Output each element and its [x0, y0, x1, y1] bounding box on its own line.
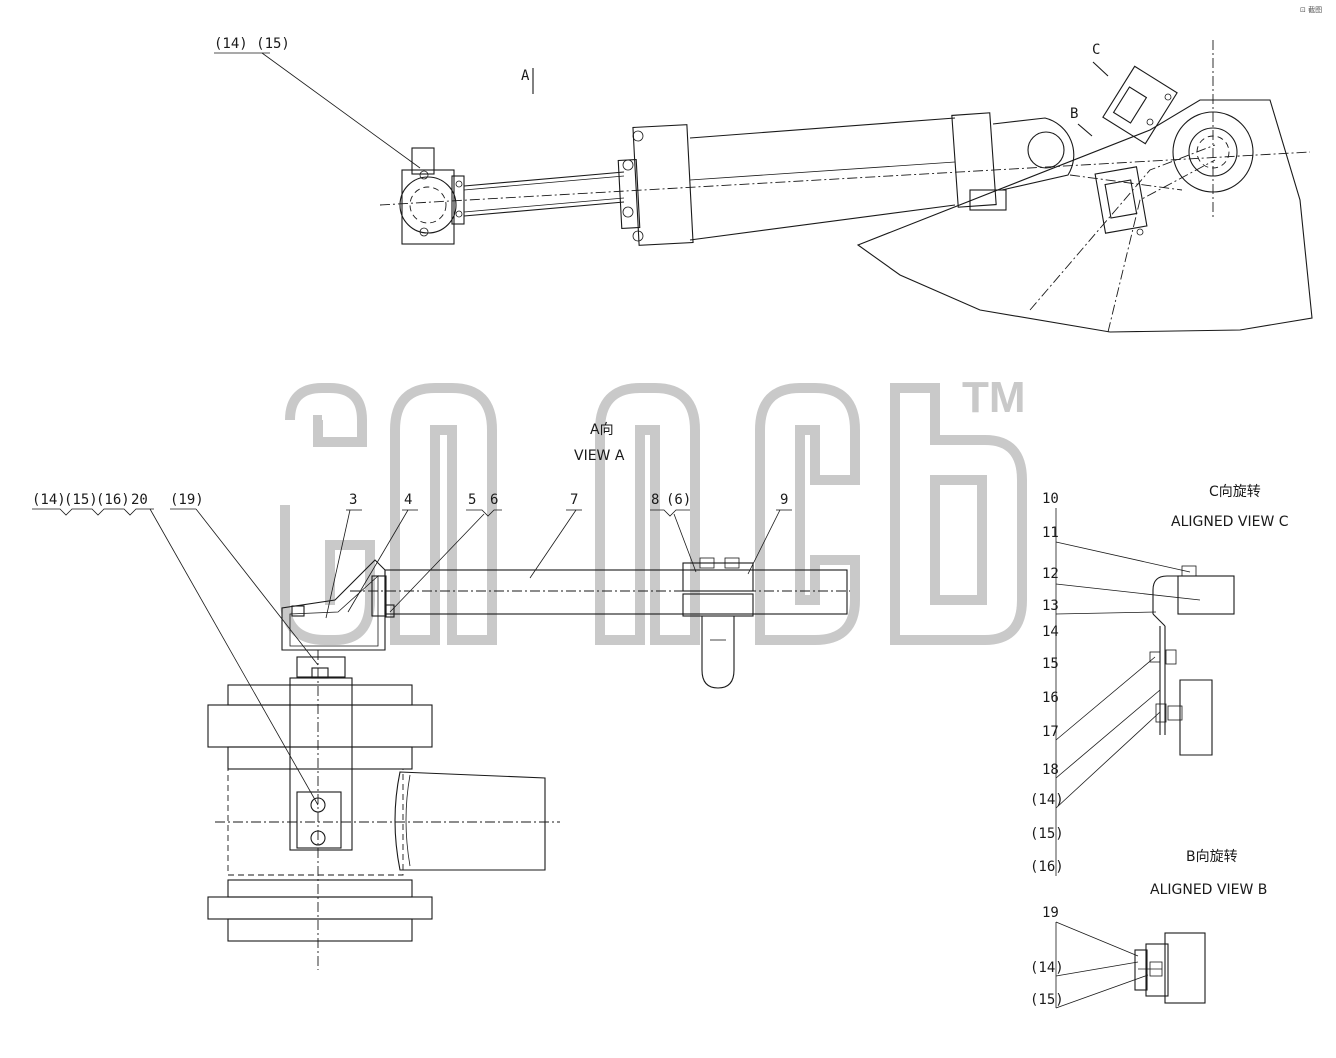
callout-a-9: 9: [780, 492, 788, 508]
view-marker-b: B: [1070, 106, 1078, 122]
view-a-drawing: [207, 557, 850, 970]
view-b-callouts: 19 (14) (15): [1030, 905, 1149, 1009]
callout-a-4: 4: [404, 492, 412, 508]
svg-text:15: 15: [1042, 656, 1059, 672]
svg-text:(15): (15): [1030, 992, 1064, 1008]
callout-a-6b: (6): [666, 492, 691, 508]
svg-text:14: 14: [1042, 624, 1059, 640]
svg-text:17: 17: [1042, 724, 1059, 740]
svg-text:10: 10: [1042, 491, 1059, 507]
watermark-logo: TM: [280, 373, 1027, 645]
view-b-drawing: [1134, 932, 1206, 1004]
svg-text:19: 19: [1042, 905, 1059, 921]
svg-text:11: 11: [1042, 525, 1059, 541]
view-b-title-en: ALIGNED VIEW B: [1150, 882, 1267, 898]
view-c-title-cn: C向旋转: [1209, 484, 1261, 500]
callout-a-15: (15): [64, 492, 98, 508]
svg-text:(14): (14): [1030, 960, 1064, 976]
callout-a-14: (14): [32, 492, 66, 508]
view-b-title-cn: B向旋转: [1186, 849, 1238, 865]
callout-a-5: 5: [468, 492, 476, 508]
view-c-title-en: ALIGNED VIEW C: [1171, 514, 1289, 530]
top-callout: (14) (15): [214, 36, 290, 52]
svg-text:16: 16: [1042, 690, 1059, 706]
view-marker-a: A: [521, 68, 530, 84]
callout-a-6: 6: [490, 492, 498, 508]
svg-text:13: 13: [1042, 598, 1059, 614]
callout-a-16: (16): [96, 492, 130, 508]
svg-text:(14): (14): [1030, 792, 1064, 808]
svg-text:(15): (15): [1030, 826, 1064, 842]
callout-a-8: 8: [651, 492, 659, 508]
view-a-title-cn: A向: [590, 422, 614, 438]
svg-text:12: 12: [1042, 566, 1059, 582]
callout-a-20: 20: [131, 492, 148, 508]
view-marker-c: C: [1092, 42, 1100, 58]
top-cylinder-view: [379, 40, 1313, 333]
callout-a-19: (19): [170, 492, 204, 508]
view-c-drawing: [1149, 565, 1235, 756]
callout-a-3: 3: [349, 492, 357, 508]
watermark-tm: TM: [962, 373, 1026, 422]
view-c-callouts: 10 11 12 13 14 15 16 17 18 (14) (15) (16…: [1030, 491, 1201, 876]
svg-text:(16): (16): [1030, 859, 1064, 875]
callout-a-7: 7: [570, 492, 578, 508]
corner-mark: ⊡ 截图: [1300, 5, 1322, 14]
svg-text:18: 18: [1042, 762, 1059, 778]
view-a-title-en: VIEW A: [574, 448, 625, 464]
